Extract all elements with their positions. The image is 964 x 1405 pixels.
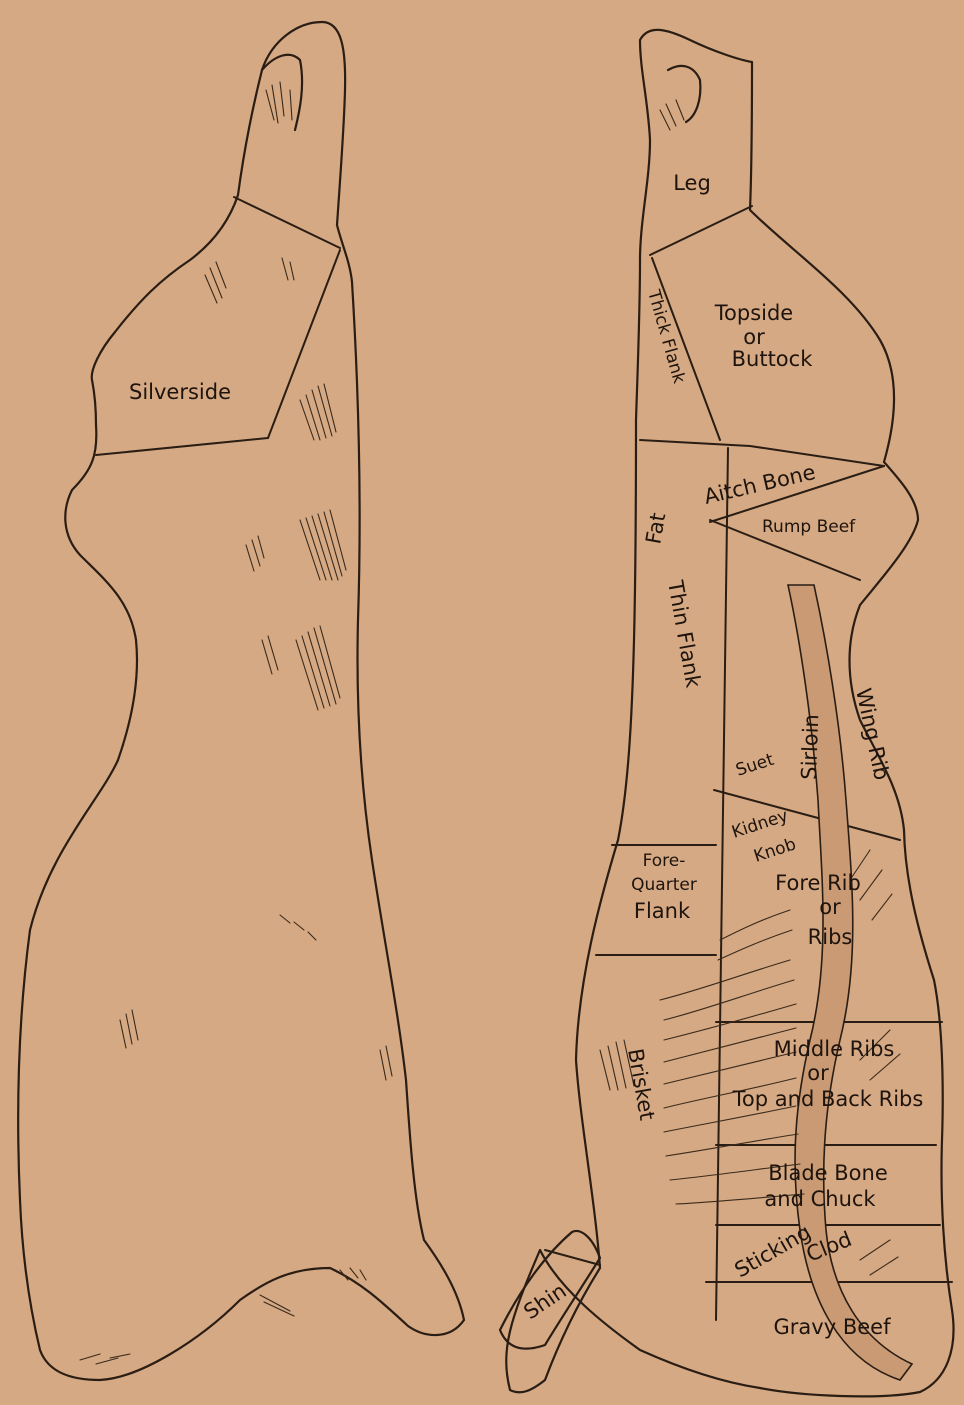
label-topside-2: or	[743, 325, 765, 349]
label-aitch-bone: Aitch Bone	[702, 460, 818, 509]
label-fore-rib-2: or	[819, 895, 841, 919]
left-leg-tip	[262, 55, 302, 130]
label-leg: Leg	[673, 171, 711, 195]
label-fore-rib-3: Ribs	[808, 925, 853, 949]
right-carcass-outline	[506, 30, 953, 1397]
label-knob: Knob	[751, 834, 798, 866]
label-sirloin: Sirloin	[797, 714, 823, 780]
label-fore-quarter-flank-2: Quarter	[631, 875, 697, 895]
label-wing-rib: Wing Rib	[851, 686, 894, 782]
cut-line-silverside-bottom	[96, 438, 268, 455]
left-shading	[80, 82, 392, 1364]
left-side-of-beef: Silverside	[18, 22, 464, 1380]
label-fat: Fat	[641, 511, 670, 546]
right-labels: Leg Topside or Buttock Thick Flank Aitch…	[519, 171, 923, 1339]
label-blade-bone-2: and Chuck	[764, 1187, 876, 1211]
spine	[788, 585, 912, 1380]
label-rump-beef: Rump Beef	[762, 517, 856, 537]
label-thin-flank: Thin Flank	[663, 578, 706, 691]
label-brisket: Brisket	[623, 1047, 659, 1122]
label-topside-1: Topside	[714, 301, 793, 325]
right-leg-tip	[668, 66, 700, 122]
label-middle-ribs-1: Middle Ribs	[774, 1037, 895, 1061]
label-middle-ribs-2: or	[807, 1061, 829, 1085]
label-blade-bone-1: Blade Bone	[768, 1161, 888, 1185]
label-gravy-beef: Gravy Beef	[774, 1315, 892, 1339]
label-middle-ribs-3: Top and Back Ribs	[732, 1087, 924, 1111]
label-topside-3: Buttock	[732, 347, 814, 371]
cut-line-leg	[234, 197, 340, 248]
left-carcass-outline	[18, 22, 464, 1380]
label-suet: Suet	[733, 750, 776, 781]
label-fore-quarter-flank-3: Flank	[634, 899, 691, 923]
label-silverside: Silverside	[129, 380, 231, 404]
label-sticking: Sticking	[731, 1220, 815, 1283]
label-fore-rib-1: Fore Rib	[775, 871, 861, 895]
right-side-of-beef: Leg Topside or Buttock Thick Flank Aitch…	[500, 30, 954, 1397]
label-fore-quarter-flank-1: Fore-	[643, 851, 686, 871]
